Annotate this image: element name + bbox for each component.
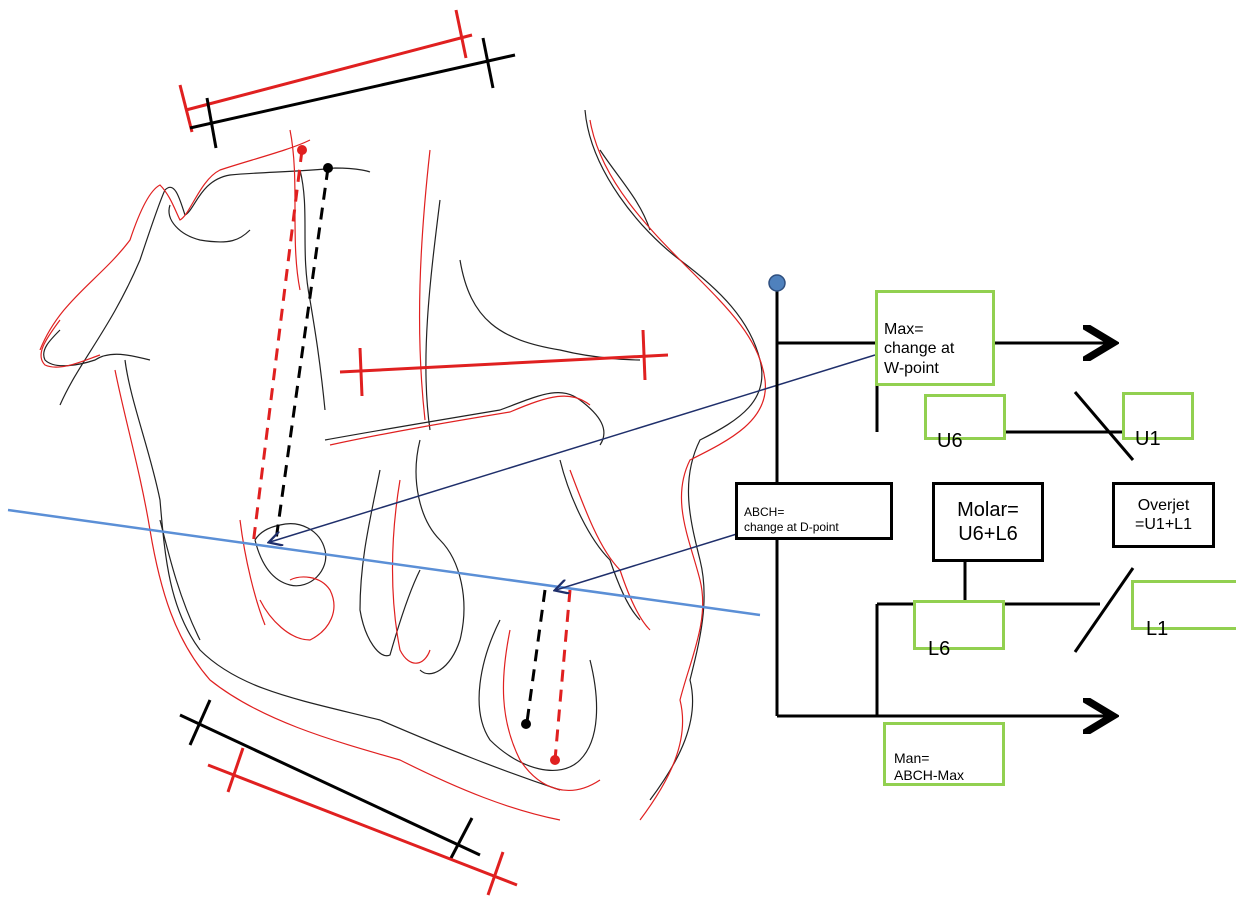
abch-box: ABCH= change at D-point: [735, 482, 893, 540]
abch-arrow: [556, 532, 741, 590]
abch-label: ABCH= change at D-point: [744, 505, 839, 534]
origin-node: [768, 274, 786, 292]
blue-reference-line: [7, 508, 761, 617]
u6-box: U6: [924, 394, 1006, 452]
overjet-box: Overjet =U1+L1: [1112, 482, 1215, 548]
l6-label: L6: [928, 638, 951, 660]
molar-label: Molar= U6+L6: [957, 499, 1019, 545]
landmark-dots: [297, 145, 560, 765]
top-red-measure: [178, 9, 473, 133]
u6-label: U6: [937, 430, 963, 452]
molar-box: Molar= U6+L6: [932, 482, 1044, 562]
man-label: Man= ABCH-Max: [894, 749, 965, 783]
middle-red-measure: [339, 329, 669, 397]
max-box: Max= change at W-point: [875, 290, 995, 386]
max-arrow: [270, 354, 876, 542]
bottom-red-measure: [207, 747, 518, 896]
l1-label: L1: [1146, 618, 1169, 640]
man-box: Man= ABCH-Max: [883, 722, 1005, 786]
u1-label: U1: [1135, 428, 1161, 450]
top-black-measure: [189, 37, 516, 149]
max-label: Max= change at W-point: [884, 321, 955, 377]
l1-box: L1: [1131, 580, 1236, 640]
bottom-black-measure: [179, 699, 481, 861]
overjet-label: Overjet =U1+L1: [1135, 496, 1192, 533]
red-tracing: [39, 119, 766, 821]
u1-box: U1: [1122, 392, 1194, 450]
dashed-lines: [251, 149, 572, 761]
black-tracing: [43, 109, 763, 801]
l6-box: L6: [913, 600, 1005, 660]
